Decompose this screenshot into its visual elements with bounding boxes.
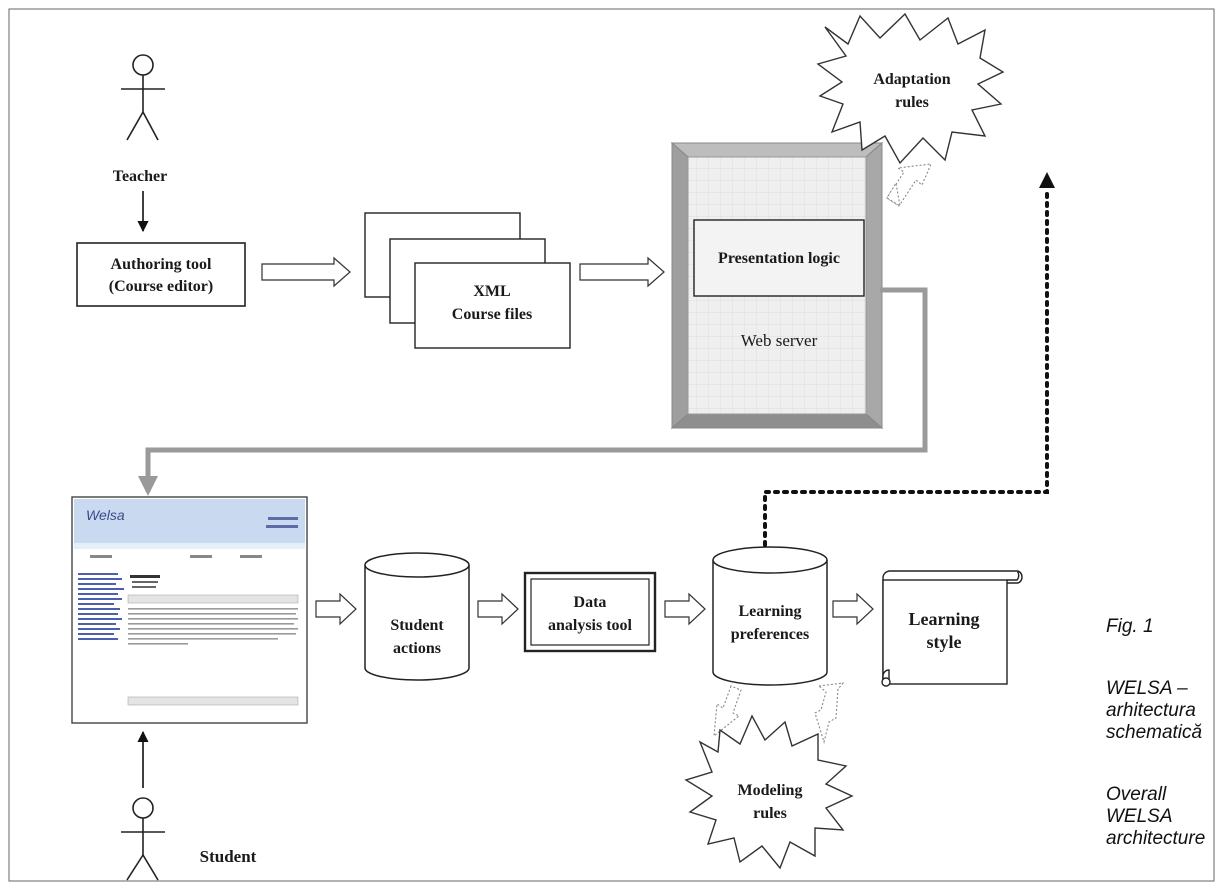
xml-label-line1: XML <box>473 283 510 300</box>
modeling-rules-line1: Modeling <box>738 782 803 799</box>
learning-preferences-line1: Learning <box>738 603 801 620</box>
authoring-to-xml-arrow <box>261 256 351 288</box>
teacher-figure <box>121 54 165 141</box>
screenshot-logo: Welsa <box>86 507 125 523</box>
server-to-student-connector <box>138 287 928 496</box>
authoring-tool-line1: Authoring tool <box>111 256 212 273</box>
xml-to-server-arrow <box>579 256 665 288</box>
actions-to-analysis-arrow <box>477 592 519 626</box>
caption-en-line3: architecture <box>1106 828 1205 849</box>
learning-style-line2: style <box>927 632 962 652</box>
caption-en-line2: WELSA <box>1106 806 1173 827</box>
figure-frame <box>8 8 1215 882</box>
adaptation-rules-starburst <box>816 12 1005 165</box>
analysis-to-preferences-arrow <box>664 592 706 626</box>
server-adaptation-dotted-arrow-tail <box>886 181 901 208</box>
web-server-label: Web server <box>741 331 818 350</box>
caption-en-line1: Overall <box>1106 784 1167 805</box>
caption-ro-line2: arhitectura <box>1106 700 1196 721</box>
xml-label-line2: Course files <box>452 306 532 323</box>
adaptation-rules-line1: Adaptation <box>873 71 950 88</box>
student-actions-line2: actions <box>393 640 441 657</box>
figure-number: Fig. 1 <box>1106 616 1154 637</box>
modeling-rules-line2: rules <box>753 805 787 822</box>
caption-ro-line1: WELSA – <box>1106 678 1188 699</box>
learning-style-line1: Learning <box>908 609 979 629</box>
data-analysis-tool-inner <box>530 578 650 646</box>
presentation-logic-label: Presentation logic <box>718 250 840 267</box>
student-label: Student <box>200 847 257 866</box>
modeling-rules-starburst <box>684 714 854 870</box>
modeling-left-dotted-arrow <box>713 685 742 738</box>
preferences-to-style-arrow <box>832 592 874 626</box>
preferences-to-adaptation-dotted-connector <box>763 186 1049 547</box>
caption-ro-line3: schematică <box>1106 722 1202 743</box>
learning-preferences-cylinder <box>712 546 828 686</box>
presentation-logic-box <box>693 219 865 297</box>
authoring-tool-line2: (Course editor) <box>109 278 213 295</box>
data-analysis-line2: analysis tool <box>548 617 633 634</box>
modeling-right-dotted-arrow <box>814 682 845 745</box>
learning-style-scroll <box>881 570 1023 687</box>
student-figure <box>121 797 165 881</box>
data-analysis-line1: Data <box>574 594 607 611</box>
authoring-tool-box <box>76 242 246 307</box>
teacher-label: Teacher <box>113 168 168 185</box>
student-actions-line1: Student <box>390 617 444 634</box>
student-actions-cylinder <box>364 552 470 681</box>
adaptation-rules-line2: rules <box>895 94 929 111</box>
adaptation-dotted-arrowhead <box>1039 172 1055 188</box>
screen-to-actions-arrow <box>315 592 357 626</box>
course-page-screenshot: Welsa <box>71 496 308 724</box>
learning-preferences-line2: preferences <box>731 626 809 643</box>
xml-course-files-stack <box>364 212 571 349</box>
